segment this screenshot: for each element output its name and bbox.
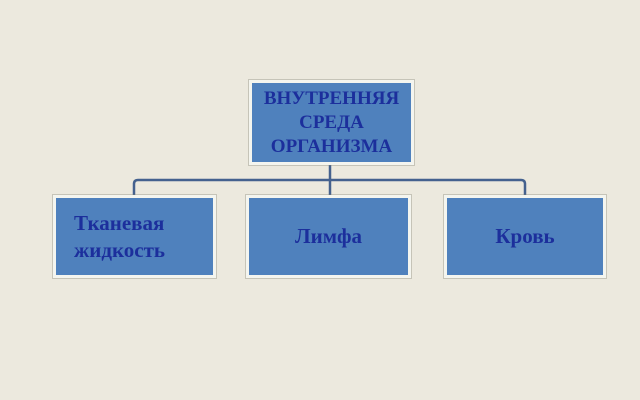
child-node-blood: Кровь (444, 195, 606, 278)
tissue-fluid-label: Тканевая жидкость (74, 210, 166, 262)
child-node-lymph: Лимфа (246, 195, 411, 278)
lymph-label: Лимфа (294, 224, 363, 248)
root-node-label: ВНУТРЕННЯЯ СРЕДА ОРГАНИЗМА (263, 87, 400, 157)
child-node-tissue-fluid: Тканевая жидкость (53, 195, 216, 278)
connector-bracket (132, 178, 527, 197)
blood-label: Кровь (495, 224, 555, 248)
root-node-internal-environment: ВНУТРЕННЯЯ СРЕДА ОРГАНИЗМА (249, 80, 414, 165)
